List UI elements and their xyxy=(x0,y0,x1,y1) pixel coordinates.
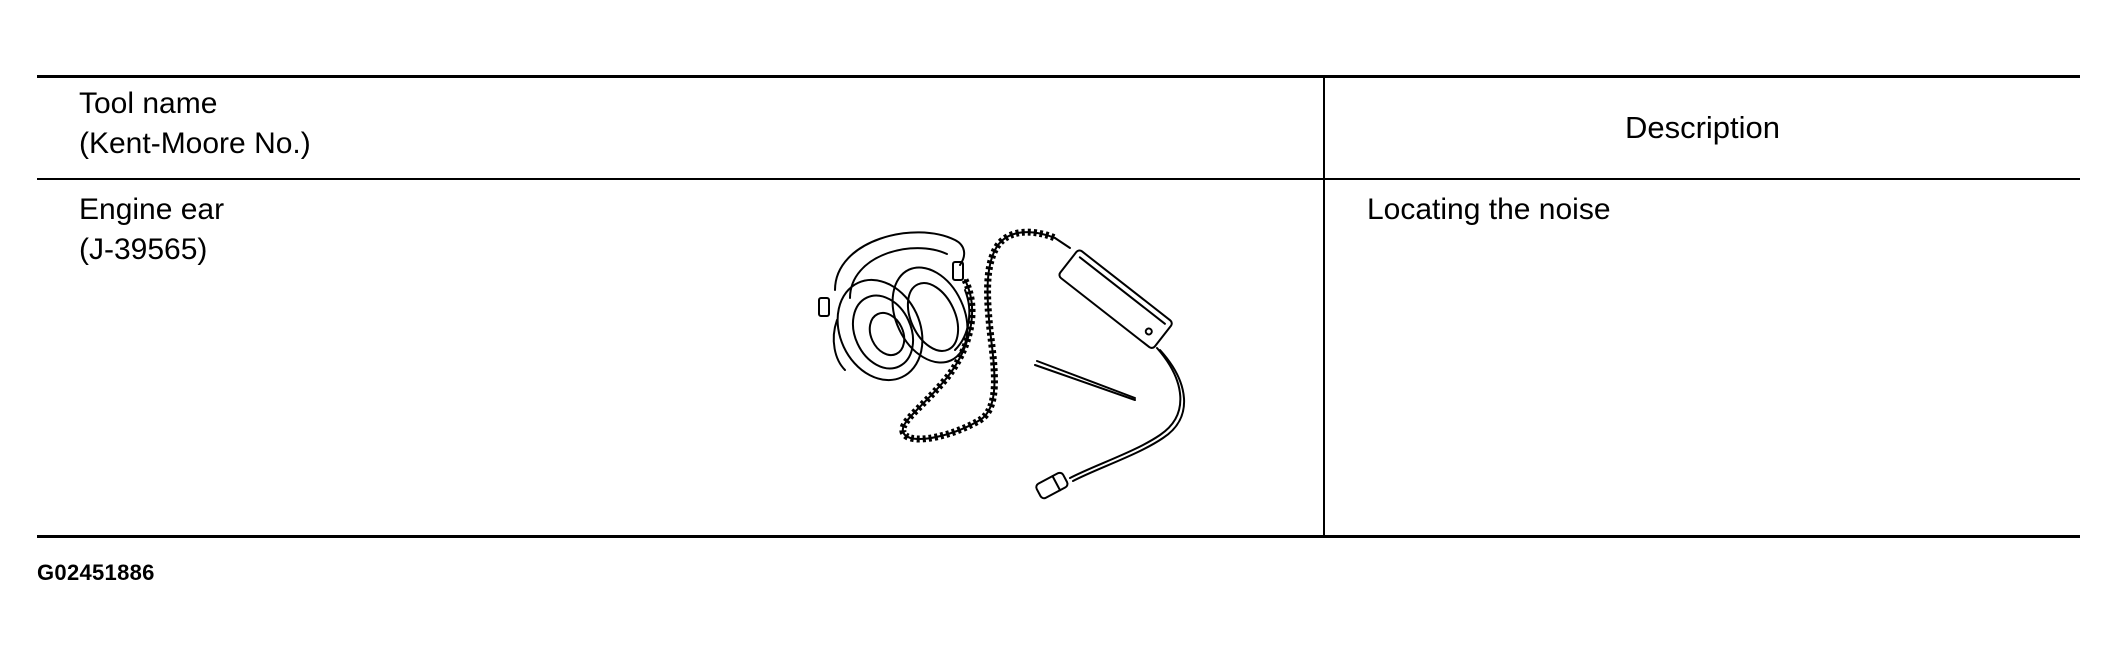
engine-ear-headphones-icon xyxy=(818,228,1186,500)
tool-name: Engine ear xyxy=(79,193,225,226)
figure-code: G02451886 xyxy=(37,560,155,585)
description-cell: Locating the noise xyxy=(1324,179,2080,538)
header-tool-name-label: Tool name xyxy=(79,87,218,120)
tool-description: Locating the noise xyxy=(1367,193,1611,226)
special-tool-table: Tool name (Kent-Moore No.) Description E… xyxy=(37,75,2080,538)
header-tool-name: Tool name (Kent-Moore No.) xyxy=(37,75,1325,180)
header-kent-moore-label: (Kent-Moore No.) xyxy=(79,127,311,160)
table-header-row: Tool name (Kent-Moore No.) Description xyxy=(37,75,2080,180)
tool-number: (J-39565) xyxy=(79,233,208,266)
table-row: Engine ear (J-39565) xyxy=(37,179,2080,538)
header-description: Description xyxy=(1324,75,2080,180)
tool-cell: Engine ear (J-39565) xyxy=(37,179,1325,538)
